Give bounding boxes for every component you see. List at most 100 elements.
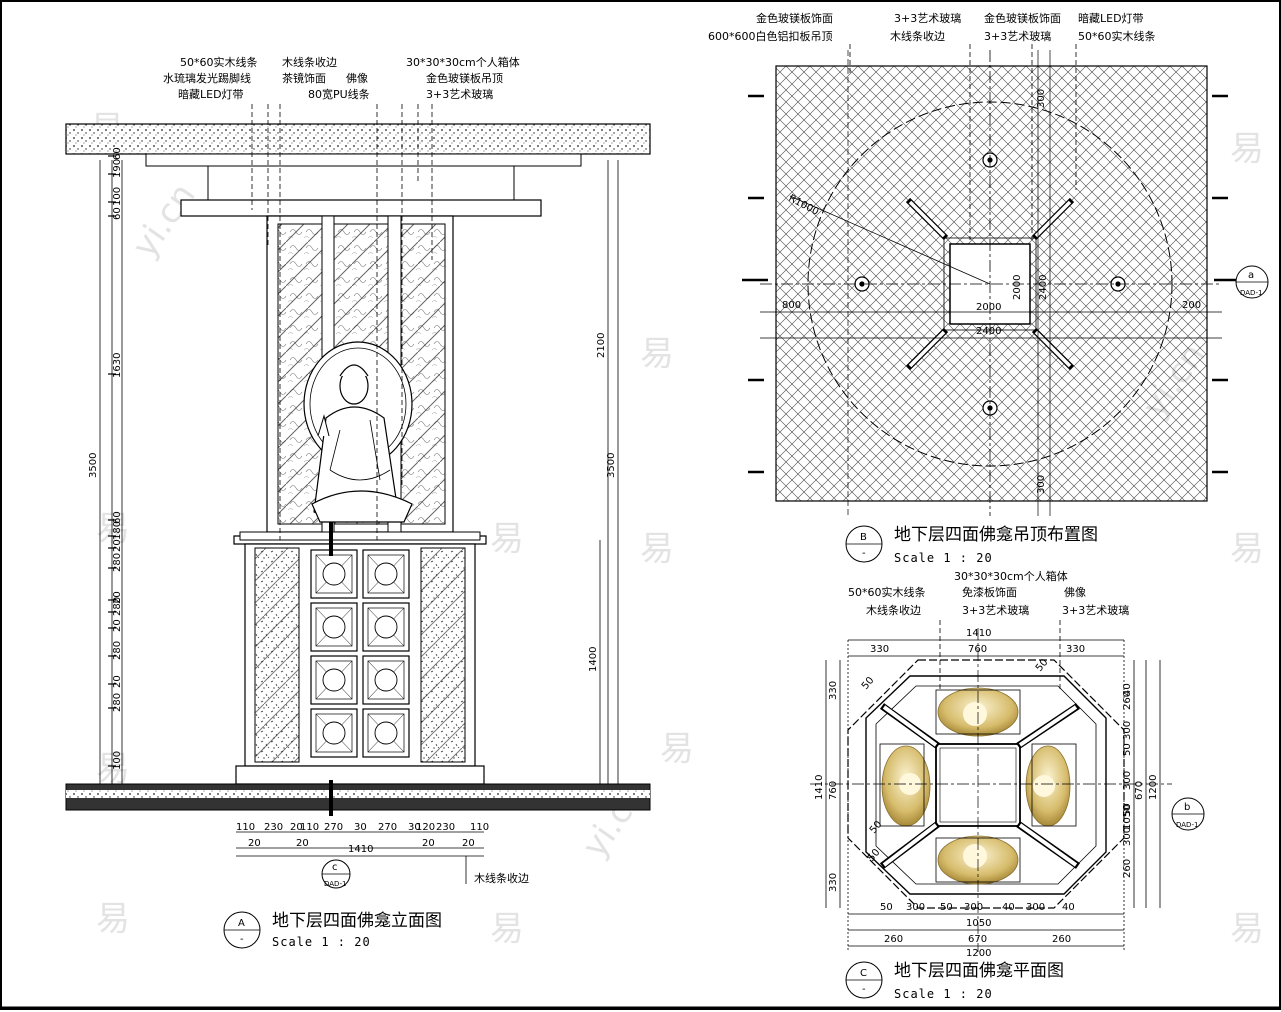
plan-bottom-dimension: 300: [906, 902, 925, 913]
bottom-note-wood-edge: 木线条收边: [474, 871, 529, 885]
elevation-annotations: 50*60实木线条 水琉璃发光踢脚线 暗藏LED灯带 木线条收边 茶镜饰面 佛像…: [88, 55, 617, 949]
left-dimension-label: 280: [112, 693, 123, 712]
locker-box-grid: [310, 549, 410, 758]
plan-bottom-1050: 1050: [966, 918, 991, 929]
plan-bottom-dimension: 300: [1026, 902, 1045, 913]
watermark-url: yi.cn: [125, 176, 204, 265]
ceiling-slab: [65, 123, 651, 155]
elevation-tag-top: c: [332, 862, 338, 873]
plan-note-glass-2: 3+3艺术玻璃: [1062, 603, 1129, 617]
left-dimension-label: 180: [112, 521, 123, 540]
left-dimension-label: 1630: [112, 353, 123, 378]
plan-diagonal-dimension: 50: [860, 675, 877, 692]
ceiling-dim-outer-w: 2400: [976, 326, 1001, 337]
bottom-dimension-label: 110: [236, 822, 255, 833]
locker-box: [362, 602, 410, 652]
buddha-statue: [303, 341, 413, 523]
locker-box: [362, 655, 410, 705]
watermark-glyph: 易: [1230, 129, 1264, 169]
plan-left-total: 1410: [814, 775, 825, 800]
plan-bottom-1200: 1200: [966, 948, 991, 959]
left-dimension-label: 280: [112, 641, 123, 660]
plan-marker-bottom: -: [862, 984, 866, 995]
plan-bottom-260-right: 260: [1052, 934, 1071, 945]
plan-tag-top: b: [1184, 802, 1190, 813]
plan-bottom-260-left: 260: [884, 934, 903, 945]
plan-scale: Scale 1 : 20: [894, 987, 993, 1001]
plan-right-670: 670: [1134, 781, 1145, 800]
left-dimension-label: 20: [112, 591, 123, 604]
plan-bottom-dimension: 50: [880, 902, 893, 913]
ceiling-note-6: 暗藏LED灯带: [1078, 11, 1144, 25]
bottom-dimension-label: 270: [324, 822, 343, 833]
plan-marker-top: C: [860, 968, 867, 979]
height-3500-right: 3500: [606, 453, 617, 478]
plan-tag-bottom: DAD-1: [1176, 821, 1198, 829]
watermark-glyph: 易: [490, 519, 524, 559]
plan-buddha-niches: [881, 687, 1071, 885]
plan-annotations: 30*30*30cm个人箱体 50*60实木线条 免漆板饰面 佛像 木线条收边 …: [814, 569, 1129, 1001]
ceiling-note-7: 50*60实木线条: [1078, 29, 1156, 43]
elevation-section-tag: c DAD-1: [321, 859, 351, 889]
watermark-glyph: 易: [96, 899, 130, 939]
left-dimension-label: 280: [112, 553, 123, 572]
ceiling-marker-bottom: -: [862, 548, 866, 559]
plan-top-total: 1410: [966, 628, 991, 639]
bottom-dimension-label: 110: [300, 822, 319, 833]
elevation-marker: A -: [223, 911, 261, 949]
watermark-glyph: 易: [96, 749, 130, 789]
ceiling-note-0: 金色玻镁板饰面: [756, 11, 833, 25]
ceiling-note-1: 600*600白色铝扣板吊顶: [708, 29, 833, 43]
bottom-dimension-label: 20: [296, 838, 309, 849]
note-wood-edge: 木线条收边: [282, 55, 337, 69]
note-solid-wood-trim: 50*60实木线条: [180, 55, 258, 69]
note-glass-skirting: 水琉璃发光踢脚线: [163, 71, 251, 85]
plan-note-buddha: 佛像: [1064, 586, 1086, 599]
plan-section-tag: b DAD-1: [1171, 797, 1205, 831]
elevation-marker-top: A: [238, 918, 245, 929]
note-buddha: 佛像: [346, 72, 368, 85]
watermark-glyph: 易: [490, 909, 524, 949]
ceiling-marker-top: B: [860, 532, 867, 543]
bottom-dimension-label: 230: [264, 822, 283, 833]
left-dimension-label: 20: [112, 539, 123, 552]
elevation-left-dimensions: 6019010060163060180202802028020280202801…: [108, 147, 123, 770]
bottom-dimension-label: 20: [462, 838, 475, 849]
elevation-tag-bottom: DAD-1: [324, 880, 346, 888]
bottom-dimension-label: 230: [436, 822, 455, 833]
watermark-glyph: 易: [640, 334, 674, 374]
ceiling-dim-left: 800: [782, 300, 801, 311]
plan-note-wood-edge: 木线条收边: [866, 603, 921, 617]
left-dimension-label: 20: [112, 675, 123, 688]
plan-top-right: 330: [1066, 644, 1085, 655]
locker-box: [362, 708, 410, 758]
plan-top-left: 330: [870, 644, 889, 655]
ceiling-note-5: 3+3艺术玻璃: [984, 29, 1051, 43]
floor-plan-drawing: [810, 620, 1172, 952]
plan-right-dimension: 260: [1122, 859, 1133, 878]
ceiling-dim-right: 200: [1182, 300, 1201, 311]
left-dimension-label: 190: [112, 159, 123, 178]
elevation-scale: Scale 1 : 20: [272, 935, 371, 949]
elevation-title: 地下层四面佛龛立面图: [272, 911, 442, 931]
ceiling-dim-outer-h: 2400: [1038, 275, 1049, 300]
locker-box: [310, 602, 358, 652]
plan-right-dimension: 50: [1122, 743, 1133, 756]
plan-left-bottom: 330: [828, 873, 839, 892]
note-gold-ceiling: 金色玻镁板吊顶: [426, 71, 503, 85]
watermark-glyph: 易: [660, 729, 694, 769]
ceiling-tag-bottom: DAD-1: [1240, 289, 1262, 297]
bottom-dimension-label: 120: [416, 822, 435, 833]
watermark-glyph: 易: [640, 529, 674, 569]
plan-note-veneer: 免漆板饰面: [962, 585, 1017, 599]
plan-top-mid: 760: [968, 644, 987, 655]
ceiling-section-tag: a DAD-1: [1235, 265, 1269, 299]
plan-right-1200: 1200: [1148, 775, 1159, 800]
bottom-dimension-label: 110: [470, 822, 489, 833]
left-dimension-label: 20: [112, 619, 123, 632]
locker-box: [310, 708, 358, 758]
plan-right-dimension: 300: [1122, 827, 1133, 846]
elevation-drawing: [65, 104, 651, 884]
locker-box: [310, 549, 358, 599]
